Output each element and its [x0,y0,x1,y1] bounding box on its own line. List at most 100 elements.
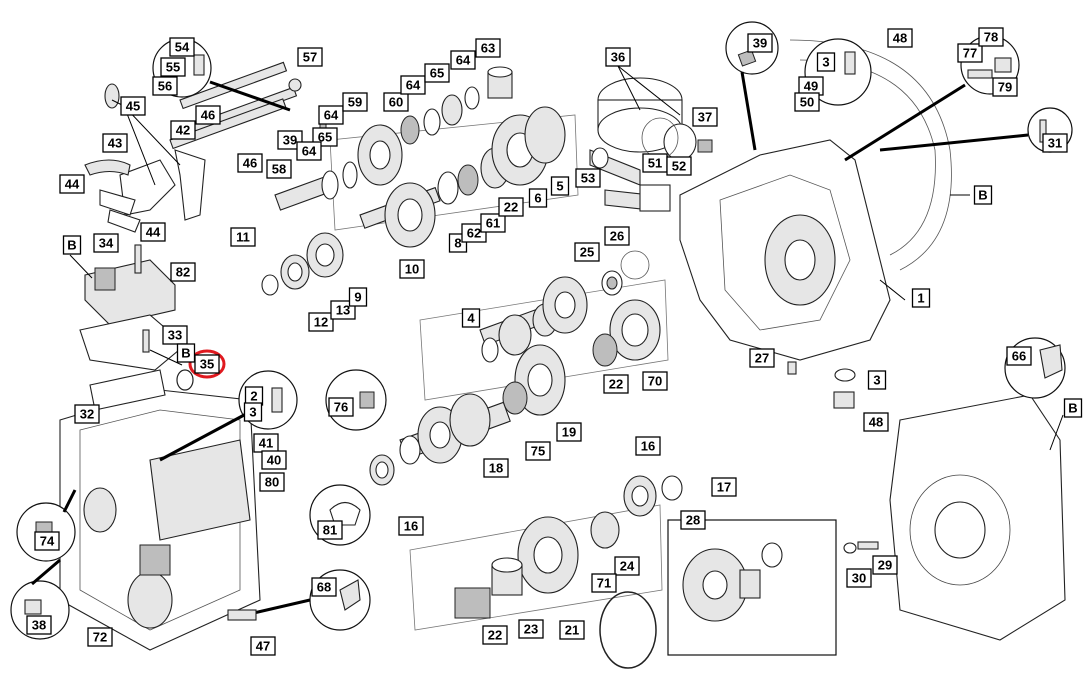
reference-letter-b: B [176,343,196,363]
callout-43: 43 [102,133,128,153]
leader-lines [31,65,1064,617]
callout-text: 48 [869,415,883,430]
callout-53: 53 [575,168,601,188]
callout-26: 26 [604,226,630,246]
callout-61: 61 [480,213,506,233]
callout-63: 63 [475,38,501,58]
callout-55: 55 [160,57,186,77]
callout-text: 1 [917,291,924,306]
callout-text: 41 [259,436,273,451]
callout-text: 78 [984,30,998,45]
main-shaft-top [359,106,566,248]
callout-6: 6 [528,188,548,208]
callout-51: 51 [642,153,668,173]
callout-text: 32 [80,407,94,422]
callout-11: 11 [230,227,256,247]
callout-text: 36 [611,50,625,65]
callout-text: 76 [334,400,348,415]
callout-text: 80 [265,475,279,490]
output-shaft [369,393,511,486]
callout-text: 46 [243,156,257,171]
bottom-gear-set [454,475,683,669]
callout-text: 12 [314,315,328,330]
detail-box-28 [667,519,837,656]
callout-text: 4 [467,311,475,326]
callout-text: 35 [200,357,214,372]
callout-text: 44 [146,225,161,240]
callout-text: 30 [852,571,866,586]
callout-text: 26 [610,229,624,244]
callout-text: 44 [65,177,80,192]
detail-circle-contents [24,49,1063,615]
callout-text: 59 [348,95,362,110]
callout-57: 57 [297,47,323,67]
callout-text: 31 [1048,136,1062,151]
callout-18: 18 [483,458,509,478]
callout-48: 48 [863,412,889,432]
callout-text: 55 [166,60,180,75]
callout-4: 4 [461,308,481,328]
callout-47: 47 [250,636,276,656]
input-shaft-assembly [274,66,513,211]
callout-text: 53 [581,171,595,186]
callout-78: 78 [978,27,1004,47]
callout-30: 30 [846,568,872,588]
callout-text: 48 [893,31,907,46]
callout-text: 71 [597,576,611,591]
callout-37: 37 [692,107,718,127]
callout-text: 22 [609,377,623,392]
callout-40: 40 [261,450,287,470]
callout-64: 64 [318,105,344,125]
callout-27: 27 [749,348,775,368]
callout-10: 10 [399,259,425,279]
callout-32: 32 [74,404,100,424]
callout-text: 51 [648,156,662,171]
callout-text: 10 [405,262,419,277]
callout-text: 54 [175,40,190,55]
callout-79: 79 [992,77,1018,97]
callout-35: 35 [188,349,226,379]
callout-text: 3 [249,405,256,420]
callout-text: 19 [562,425,576,440]
callout-1: 1 [911,288,931,308]
callout-text: 33 [168,328,182,343]
callout-71: 71 [591,573,617,593]
callout-text: 39 [753,36,767,51]
valve-block [79,259,186,371]
callout-39: 39 [277,130,303,150]
callout-46: 46 [237,153,263,173]
callout-81: 81 [317,520,343,540]
callout-19: 19 [556,422,582,442]
callout-text: 22 [488,628,502,643]
callout-text: 49 [804,79,818,94]
callout-62: 62 [461,223,487,243]
callout-64: 64 [450,50,476,70]
callout-text: 29 [878,558,892,573]
callout-5: 5 [550,176,570,196]
callout-text: 64 [324,108,339,123]
callout-text: 43 [108,136,122,151]
callout-text: 16 [404,519,418,534]
callout-22: 22 [498,197,524,217]
callout-64: 64 [296,141,322,161]
callout-text: 22 [504,200,518,215]
callout-38: 38 [26,615,52,635]
callout-33: 33 [162,325,188,345]
callout-text: 70 [648,374,662,389]
callout-text: 79 [998,80,1012,95]
callout-text: 47 [256,639,270,654]
callout-text: 16 [641,439,655,454]
bearings-left [261,232,344,296]
callout-17: 17 [711,477,737,497]
callout-text: 2 [250,389,257,404]
callout-22: 22 [482,625,508,645]
callout-50: 50 [794,92,820,112]
callout-text: 50 [800,95,814,110]
callout-77: 77 [957,43,983,63]
callout-70: 70 [642,371,668,391]
bell-housing [679,39,952,361]
callout-82: 82 [170,262,196,282]
callout-44: 44 [140,222,166,242]
callout-29: 29 [872,555,898,575]
